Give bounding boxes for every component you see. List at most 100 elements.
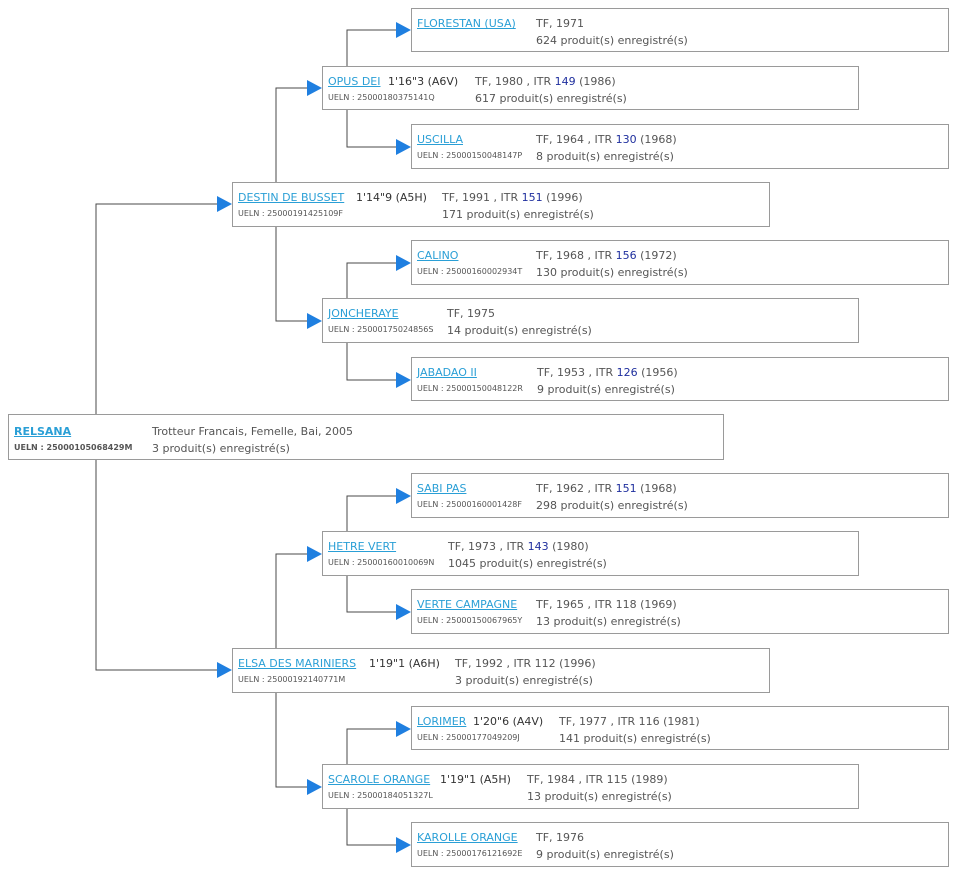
horse-produits: 624 produit(s) enregistré(s) xyxy=(536,34,688,47)
horse-ueln: UELN : 25000150048147P xyxy=(417,151,523,160)
horse-card-jabadao-ii: JABADAO II UELN : 25000150048122R TF, 19… xyxy=(411,357,949,401)
arrow-right-icon xyxy=(396,721,411,737)
horse-info: TF, 1992 , ITR 112 (1996) xyxy=(455,657,596,670)
horse-name-link[interactable]: DESTIN DE BUSSET xyxy=(238,191,345,204)
horse-name-link[interactable]: CALINO xyxy=(417,249,459,262)
horse-produits: 1045 produit(s) enregistré(s) xyxy=(448,557,607,570)
itr-value: 151 xyxy=(615,482,637,495)
horse-name-link[interactable]: SCAROLE ORANGE xyxy=(328,773,431,786)
horse-produits: 13 produit(s) enregistré(s) xyxy=(536,615,681,628)
horse-name-link[interactable]: SABI PAS xyxy=(417,482,467,495)
horse-ueln: UELN : 25000184051327L xyxy=(328,791,433,800)
itr-value: 126 xyxy=(616,366,638,379)
horse-info: TF, 1980 , ITR 149 (1986) xyxy=(475,75,616,88)
arrow-right-icon xyxy=(396,255,411,271)
horse-card-sabi-pas: SABI PAS UELN : 25000160001428F TF, 1962… xyxy=(411,473,949,518)
horse-ueln: UELN : 25000176121692E xyxy=(417,849,523,858)
arrow-right-icon xyxy=(307,779,322,795)
arrow-right-icon xyxy=(307,313,322,329)
horse-produits: 617 produit(s) enregistré(s) xyxy=(475,92,627,105)
horse-ueln: UELN : 25000105068429M xyxy=(14,443,133,452)
horse-info: TF, 1984 , ITR 115 (1989) xyxy=(527,773,668,786)
arrow-right-icon xyxy=(396,488,411,504)
horse-produits: 298 produit(s) enregistré(s) xyxy=(536,499,688,512)
horse-ueln: UELN : 25000175024856S xyxy=(328,325,434,334)
arrow-right-icon xyxy=(396,22,411,38)
horse-produits: 141 produit(s) enregistré(s) xyxy=(559,732,711,745)
horse-info: TF, 1964 , ITR 130 (1968) xyxy=(536,133,677,146)
horse-name-link[interactable]: USCILLA xyxy=(417,133,463,146)
horse-ueln: UELN : 25000160001428F xyxy=(417,500,522,509)
horse-produits: 9 produit(s) enregistré(s) xyxy=(536,848,674,861)
horse-card-opus-dei: OPUS DEI 1'16"3 (A6V) UELN : 25000180375… xyxy=(322,66,859,110)
horse-record-time: 1'20"6 (A4V) xyxy=(473,715,544,728)
horse-name-link[interactable]: ELSA DES MARINIERS xyxy=(238,657,357,670)
horse-name-link[interactable]: KAROLLE ORANGE xyxy=(417,831,518,844)
horse-ueln: UELN : 25000191425109F xyxy=(238,209,343,218)
horse-card-uscilla: USCILLA UELN : 25000150048147P TF, 1964 … xyxy=(411,124,949,169)
arrow-right-icon xyxy=(217,196,232,212)
horse-info: TF, 1973 , ITR 143 (1980) xyxy=(448,540,589,553)
horse-info: TF, 1968 , ITR 156 (1972) xyxy=(536,249,677,262)
horse-info: TF, 1965 , ITR 118 (1969) xyxy=(536,598,677,611)
horse-produits: 13 produit(s) enregistré(s) xyxy=(527,790,672,803)
horse-card-joncheraye: JONCHERAYE UELN : 25000175024856S TF, 19… xyxy=(322,298,859,343)
arrow-right-icon xyxy=(396,372,411,388)
horse-info: TF, 1953 , ITR 126 (1956) xyxy=(537,366,678,379)
horse-name-link[interactable]: JABADAO II xyxy=(417,366,477,379)
itr-value: 130 xyxy=(615,133,637,146)
horse-name-link[interactable]: RELSANA xyxy=(14,425,72,438)
horse-card-lorimer: LORIMER 1'20"6 (A4V) UELN : 250001770492… xyxy=(411,706,949,750)
horse-info: TF, 1976 xyxy=(536,831,585,844)
horse-info: TF, 1971 xyxy=(536,17,585,30)
horse-name-link[interactable]: OPUS DEI xyxy=(328,75,381,88)
horse-card-calino: CALINO UELN : 25000160002934T TF, 1968 ,… xyxy=(411,240,949,285)
horse-card-relsana: RELSANA UELN : 25000105068429M Trotteur … xyxy=(8,414,724,460)
horse-name-link[interactable]: JONCHERAYE xyxy=(328,307,399,320)
horse-card-elsa-des-mariniers: ELSA DES MARINIERS 1'19"1 (A6H) UELN : 2… xyxy=(232,648,770,693)
horse-ueln: UELN : 25000160002934T xyxy=(417,267,523,276)
horse-ueln: UELN : 25000150048122R xyxy=(417,384,523,393)
horse-record-time: 1'14"9 (A5H) xyxy=(356,191,427,204)
horse-produits: 8 produit(s) enregistré(s) xyxy=(536,150,674,163)
horse-ueln: UELN : 25000150067965Y xyxy=(417,616,523,625)
horse-produits: 14 produit(s) enregistré(s) xyxy=(447,324,592,337)
arrow-right-icon xyxy=(217,662,232,678)
horse-produits: 3 produit(s) enregistré(s) xyxy=(152,442,290,455)
horse-info: Trotteur Francais, Femelle, Bai, 2005 xyxy=(152,425,354,438)
horse-ueln: UELN : 25000180375141Q xyxy=(328,93,435,102)
horse-card-scarole-orange: SCAROLE ORANGE 1'19"1 (A5H) UELN : 25000… xyxy=(322,764,859,809)
horse-ueln: UELN : 25000160010069N xyxy=(328,558,435,567)
horse-record-time: 1'16"3 (A6V) xyxy=(388,75,459,88)
horse-card-destin-de-busset: DESTIN DE BUSSET 1'14"9 (A5H) UELN : 250… xyxy=(232,182,770,227)
horse-record-time: 1'19"1 (A6H) xyxy=(369,657,440,670)
horse-card-karolle-orange: KAROLLE ORANGE UELN : 25000176121692E TF… xyxy=(411,822,949,867)
horse-produits: 3 produit(s) enregistré(s) xyxy=(455,674,593,687)
horse-info: TF, 1962 , ITR 151 (1968) xyxy=(536,482,677,495)
horse-name-link[interactable]: VERTE CAMPAGNE xyxy=(417,598,518,611)
horse-ueln: UELN : 25000192140771M xyxy=(238,675,346,684)
arrow-right-icon xyxy=(396,837,411,853)
itr-value: 151 xyxy=(521,191,543,204)
arrow-right-icon xyxy=(396,139,411,155)
horse-info: TF, 1977 , ITR 116 (1981) xyxy=(559,715,700,728)
horse-ueln: UELN : 25000177049209J xyxy=(417,733,520,742)
horse-info: TF, 1991 , ITR 151 (1996) xyxy=(442,191,583,204)
horse-card-verte-campagne: VERTE CAMPAGNE UELN : 25000150067965Y TF… xyxy=(411,589,949,634)
horse-card-florestan: FLORESTAN (USA) TF, 1971 624 produit(s) … xyxy=(411,8,949,52)
horse-produits: 171 produit(s) enregistré(s) xyxy=(442,208,594,221)
horse-name-link[interactable]: FLORESTAN (USA) xyxy=(417,17,516,30)
horse-card-hetre-vert: HETRE VERT UELN : 25000160010069N TF, 19… xyxy=(322,531,859,576)
arrow-right-icon xyxy=(307,80,322,96)
horse-record-time: 1'19"1 (A5H) xyxy=(440,773,511,786)
horse-info: TF, 1975 xyxy=(447,307,496,320)
horse-name-link[interactable]: HETRE VERT xyxy=(328,540,397,553)
arrow-right-icon xyxy=(307,546,322,562)
itr-value: 143 xyxy=(527,540,549,553)
horse-produits: 9 produit(s) enregistré(s) xyxy=(537,383,675,396)
horse-produits: 130 produit(s) enregistré(s) xyxy=(536,266,688,279)
itr-value: 149 xyxy=(554,75,576,88)
horse-name-link[interactable]: LORIMER xyxy=(417,715,467,728)
arrow-right-icon xyxy=(396,604,411,620)
